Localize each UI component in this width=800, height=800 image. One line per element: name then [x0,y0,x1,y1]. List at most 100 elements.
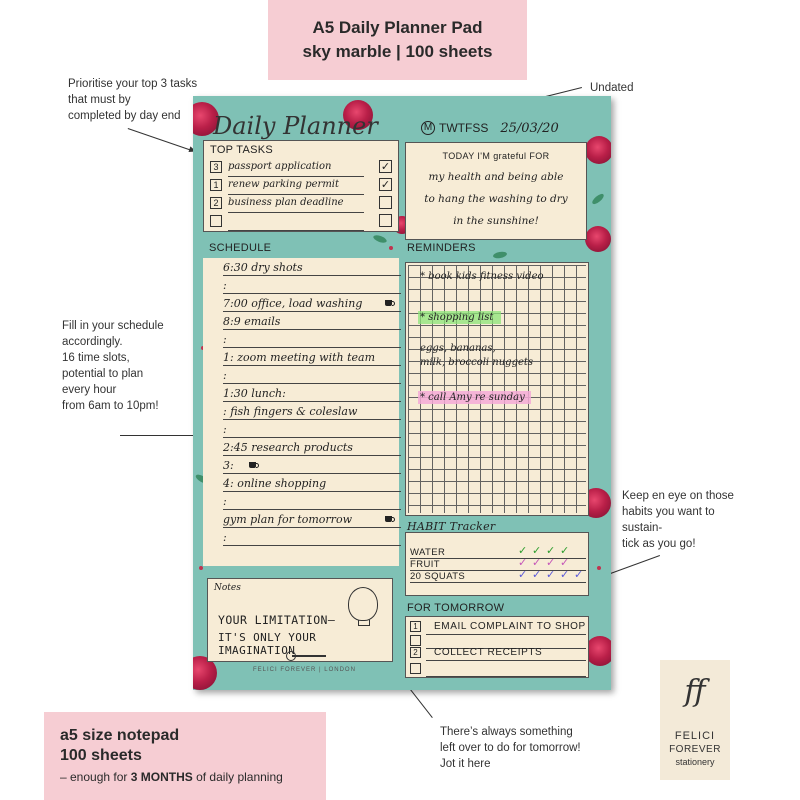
task-row: 3 passport application ✓ [210,160,392,177]
for-tomorrow-heading: FOR TOMORROW [407,602,505,614]
schedule-row: 6:30 dry shots [223,260,401,276]
rose-icon [343,100,373,130]
annotation-habits: Keep en eye on those habits you want to … [622,490,734,550]
habit-tracker-panel: WATER ✓ ✓ ✓ ✓ FRUIT ✓ ✓ ✓ ✓ 20 SQUATS ✓ … [405,532,589,596]
tomorrow-row [410,663,586,677]
schedule-row: : [223,494,401,510]
key-icon [286,652,326,660]
habit-tracker-heading: HABIT Tracker [407,520,496,533]
berry-icon [389,246,393,250]
size-line: a5 size notepad [60,727,180,744]
quote-line-2: IT'S ONLY YOUR IMAGINATION [218,631,317,657]
berry-icon [199,566,203,570]
schedule-row: 1: zoom meeting with team [223,350,401,366]
tomorrow-row: 1 EMAIL COMPLAINT TO SHOP [410,621,586,635]
notes-panel: Notes YOUR LIMITATION— IT'S ONLY YOUR IM… [207,578,393,662]
rose-icon [193,102,219,136]
tomorrow-row [410,635,586,649]
quote-line-1: YOUR LIMITATION— [218,613,336,627]
schedule-row: : [223,368,401,384]
check-icon[interactable]: ✓ [518,569,528,581]
product-subtitle: sky marble | 100 sheets [302,42,493,61]
schedule-row: 3: [223,458,401,474]
schedule-row: : [223,422,401,438]
brand-footer: FELICI FOREVER | LONDON [253,667,356,673]
for-tomorrow-panel: 1 EMAIL COMPLAINT TO SHOP 2 COLLECT RECE… [405,616,589,678]
grateful-heading: TODAY I'M grateful FOR [442,151,550,161]
schedule-row: : fish fingers & coleslaw [223,404,401,420]
product-title-banner: A5 Daily Planner Pad sky marble | 100 sh… [268,0,527,80]
weekday-letters: TWTFSS [439,121,489,135]
task-checkbox[interactable]: ✓ [379,160,392,173]
rose-icon [585,636,611,666]
coffee-cup-icon [385,516,395,522]
annotation-tomorrow: There’s always something left over to do… [440,726,581,770]
check-icon[interactable]: ✓ [532,569,542,581]
task-row: 2 business plan deadline [210,196,392,213]
duration-line: – enough for 3 MONTHS of daily planning [60,770,283,784]
tomorrow-row: 2 COLLECT RECEIPTS [410,647,586,661]
habit-row: 20 SQUATS ✓ ✓ ✓ ✓ ✓ [410,569,586,583]
schedule-heading: SCHEDULE [209,242,272,254]
check-icon[interactable]: ✓ [532,545,542,557]
annotation-top-tasks: Prioritise your top 3 tasks that must by… [68,78,198,122]
coffee-cup-icon [385,300,395,306]
lightbulb-icon [348,587,378,626]
notes-heading: Notes [214,583,241,593]
task-checkbox[interactable] [379,196,392,209]
top-tasks-heading: TOP TASKS [210,144,274,156]
check-icon[interactable]: ✓ [560,569,570,581]
grateful-panel: TODAY I'M grateful FOR my health and bei… [405,142,587,240]
sheets-line: 100 sheets [60,747,142,764]
schedule-row: 8:9 emails [223,314,401,330]
berry-icon [597,566,601,570]
schedule-row: 2:45 research products [223,440,401,456]
schedule-row: 7:00 office, load washing [223,296,401,312]
schedule-row: : [223,332,401,348]
coffee-cup-icon [249,462,259,468]
brand-logo: ff FELICI FOREVER stationery [660,660,730,780]
reminders-panel: * book kids fitness video * shopping lis… [405,262,589,516]
task-checkbox[interactable] [379,214,392,227]
check-icon[interactable]: ✓ [546,545,556,557]
habit-row: WATER ✓ ✓ ✓ ✓ [410,545,586,559]
task-row: 1 renew parking permit ✓ [210,178,392,195]
leaf-icon [372,233,388,245]
arrow-top-tasks-icon [127,128,195,152]
rose-icon [585,136,611,164]
check-icon[interactable]: ✓ [518,557,528,569]
planner-page: Daily Planner M TWTFSS 25/03/20 TOP TASK… [193,96,611,690]
logo-mark-icon: ff [684,674,706,709]
reminders-heading: REMINDERS [407,242,476,254]
reminders-grid [408,265,586,513]
check-icon[interactable]: ✓ [518,545,528,557]
check-icon[interactable]: ✓ [560,545,570,557]
schedule-panel: 6:30 dry shots : 7:00 office, load washi… [203,258,401,566]
check-icon[interactable]: ✓ [546,557,556,569]
leaf-icon [590,192,606,206]
task-row [210,214,392,231]
check-icon[interactable]: ✓ [560,557,570,569]
check-icon[interactable]: ✓ [532,557,542,569]
date-value: 25/03/20 [500,120,559,136]
schedule-row: : [223,530,401,546]
day-circle: M [421,121,435,135]
planner-title: Daily Planner [213,112,378,140]
product-title: A5 Daily Planner Pad [312,18,483,37]
rose-icon [585,226,611,252]
schedule-row: 4: online shopping [223,476,401,492]
schedule-row: : [223,278,401,294]
schedule-row: 1:30 lunch: [223,386,401,402]
annotation-undated: Undated [590,82,634,94]
size-info-banner: a5 size notepad 100 sheets – enough for … [44,712,326,800]
check-icon[interactable]: ✓ [574,569,584,581]
top-tasks-panel: TOP TASKS 3 passport application ✓ 1 ren… [203,140,399,232]
annotation-schedule: Fill in your schedule accordingly. 16 ti… [62,320,164,412]
arrow-schedule-icon [120,432,204,438]
habit-row: FRUIT ✓ ✓ ✓ ✓ [410,557,586,571]
leaf-icon [492,250,508,260]
schedule-row: gym plan for tomorrow [223,512,401,528]
day-date-strip: M TWTFSS 25/03/20 [421,116,605,140]
task-checkbox[interactable]: ✓ [379,178,392,191]
check-icon[interactable]: ✓ [546,569,556,581]
